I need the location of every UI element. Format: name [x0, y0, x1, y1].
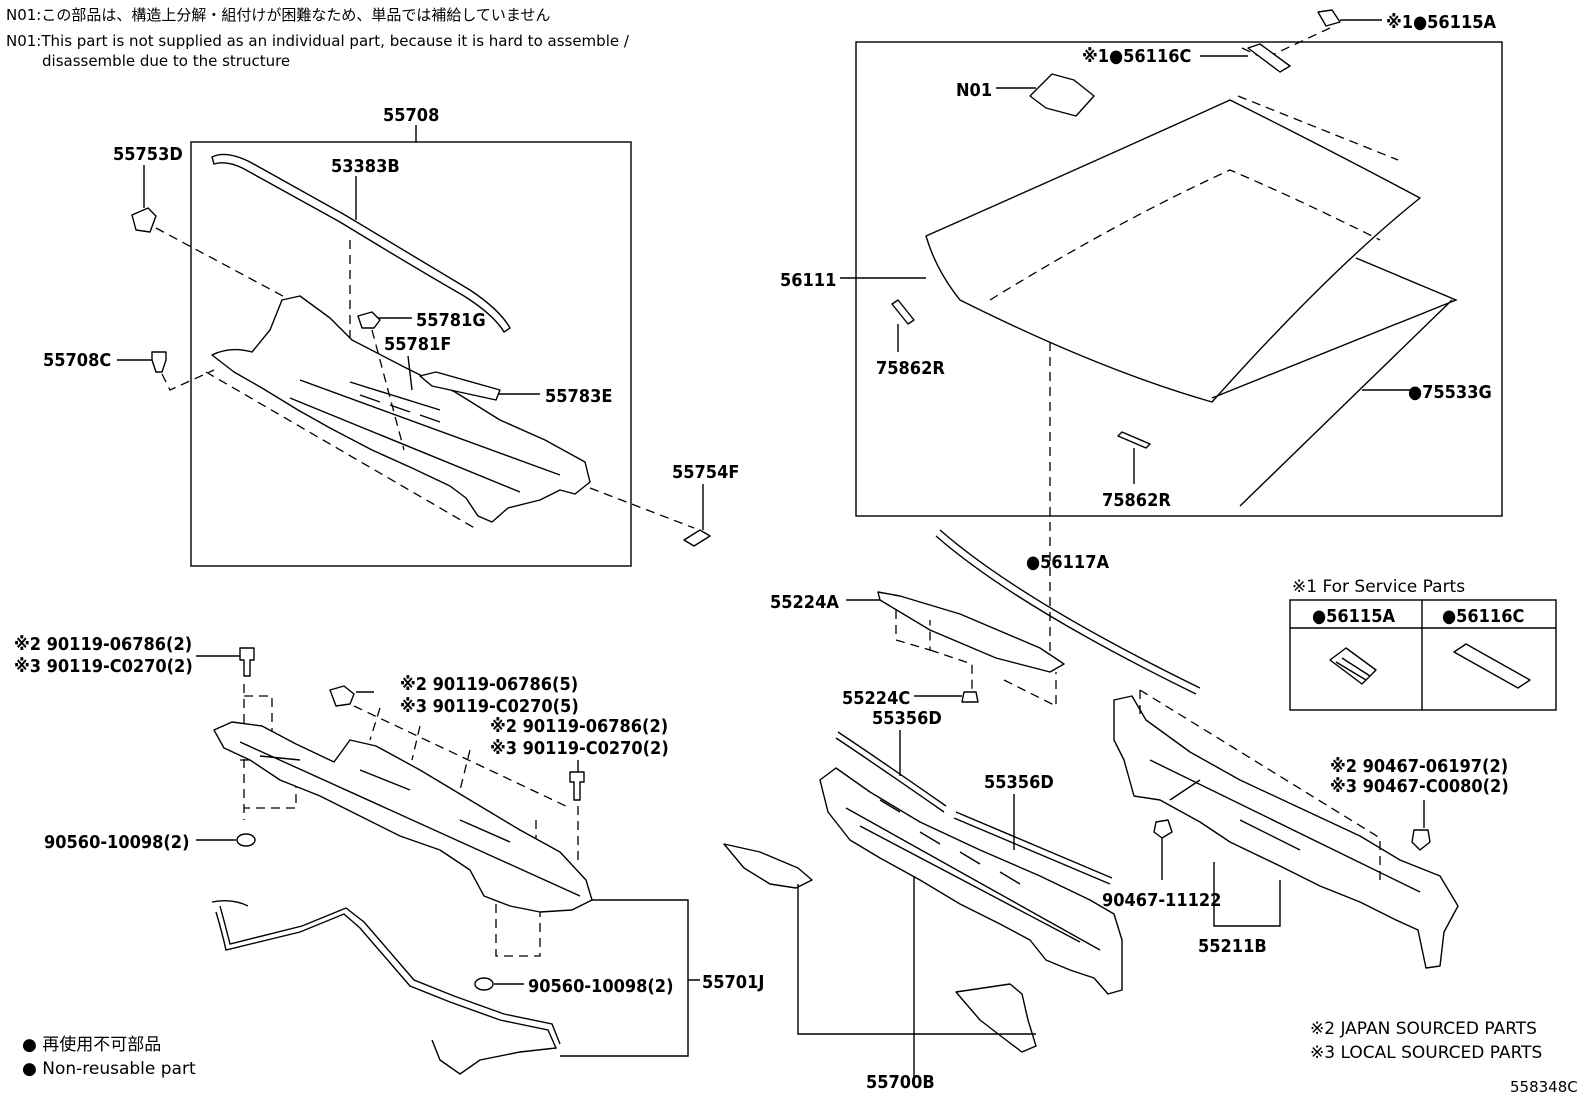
label-N01[interactable]: N01	[956, 80, 992, 101]
label-bolt-c-line1[interactable]: ※2 90119-06786(2)	[490, 716, 668, 737]
part-56117A	[939, 529, 1201, 689]
service-56116C-icon	[1453, 643, 1531, 689]
box-55708	[190, 141, 632, 567]
label-56115A-top[interactable]: ※1●56115A	[1386, 12, 1496, 33]
note-n01-en-line1: N01:This part is not supplied as an indi…	[6, 32, 630, 50]
label-55701J[interactable]: 55701J	[702, 972, 764, 993]
label-bolt-a-line2[interactable]: ※3 90119-C0270(2)	[14, 656, 193, 677]
legend-japan-sourced: ※2 JAPAN SOURCED PARTS	[1310, 1019, 1537, 1039]
part-75533G	[1211, 257, 1458, 507]
part-55701J-bracket	[213, 721, 593, 913]
label-55708[interactable]: 55708	[383, 105, 439, 126]
part-75862R-left	[891, 299, 915, 325]
label-55356D-b[interactable]: 55356D	[984, 772, 1054, 793]
label-bolt-b-line1[interactable]: ※2 90119-06786(5)	[400, 674, 578, 695]
label-55356D-a[interactable]: 55356D	[872, 708, 942, 729]
service-56115A-icon	[1329, 647, 1377, 685]
part-55700B-lower-ext	[955, 983, 1037, 1053]
part-75862R-bottom	[1117, 431, 1151, 449]
part-90467-06197	[1411, 829, 1431, 851]
label-75862R-bottom[interactable]: 75862R	[1102, 490, 1171, 511]
part-55356D-upper	[837, 731, 947, 807]
part-55224A	[877, 591, 1065, 673]
label-clip-line2[interactable]: ※3 90467-C0080(2)	[1330, 776, 1509, 797]
label-55783E[interactable]: 55783E	[545, 386, 612, 407]
part-55754F	[683, 529, 711, 547]
label-bolt-c-line2[interactable]: ※3 90119-C0270(2)	[490, 738, 669, 759]
part-55701J-seal	[211, 899, 558, 1075]
part-55224C	[961, 691, 979, 703]
label-56116C-top[interactable]: ※1●56116C	[1082, 46, 1191, 67]
note-n01-en-line2: disassemble due to the structure	[42, 52, 290, 70]
legend-non-reusable-en: ● Non-reusable part	[22, 1059, 196, 1079]
label-55211B[interactable]: 55211B	[1198, 936, 1267, 957]
part-55753D	[131, 207, 157, 233]
label-53383B[interactable]: 53383B	[331, 156, 400, 177]
part-55356D-lower	[955, 811, 1113, 879]
box-56111	[855, 41, 1503, 517]
label-56117A[interactable]: ●56117A	[1026, 552, 1109, 573]
part-55700B-left-ext	[723, 843, 813, 889]
label-75533G[interactable]: ●75533G	[1408, 382, 1492, 403]
service-parts-title: ※1 For Service Parts	[1292, 577, 1465, 597]
part-55708C	[151, 351, 167, 373]
service-parts-col1[interactable]: ●56115A	[1312, 606, 1395, 627]
service-parts-table	[1289, 599, 1557, 711]
part-56111-windshield	[925, 99, 1421, 403]
label-55224A[interactable]: 55224A	[770, 592, 839, 613]
label-90467-11122[interactable]: 90467-11122	[1102, 890, 1221, 911]
part-grommet-b	[474, 977, 494, 991]
part-bolt-a	[239, 647, 255, 677]
legend-non-reusable-jp: ● 再使用不可部品	[22, 1034, 161, 1055]
label-55781F[interactable]: 55781F	[384, 334, 451, 355]
part-bolt-b	[329, 685, 355, 707]
part-90467-11122	[1153, 819, 1173, 839]
label-bolt-b-line2[interactable]: ※3 90119-C0270(5)	[400, 696, 579, 717]
part-55211B	[1113, 695, 1459, 969]
label-clip-line1[interactable]: ※2 90467-06197(2)	[1330, 756, 1508, 777]
diagram-id: 558348C	[1510, 1078, 1578, 1096]
part-grommet-a	[236, 833, 256, 847]
label-75862R-left[interactable]: 75862R	[876, 358, 945, 379]
service-parts-col2[interactable]: ●56116C	[1442, 606, 1524, 627]
part-55700B-cowl-panel	[819, 767, 1123, 995]
part-N01	[1029, 73, 1095, 117]
part-bolt-c	[569, 771, 585, 801]
part-55781G	[357, 311, 381, 329]
part-56116C-top	[1247, 43, 1291, 73]
label-grommet-b[interactable]: 90560-10098(2)	[528, 976, 673, 997]
part-53383B	[211, 153, 511, 333]
label-55700B[interactable]: 55700B	[866, 1072, 935, 1093]
label-bolt-a-line1[interactable]: ※2 90119-06786(2)	[14, 634, 192, 655]
part-56115A-top	[1317, 9, 1341, 27]
label-55754F[interactable]: 55754F	[672, 462, 739, 483]
label-56111[interactable]: 56111	[780, 270, 836, 291]
label-55781G[interactable]: 55781G	[416, 310, 486, 331]
note-n01-jp: N01:この部品は、構造上分解・組付けが困難なため、単品では補給していません	[6, 6, 550, 24]
label-55708C[interactable]: 55708C	[43, 350, 111, 371]
label-55224C[interactable]: 55224C	[842, 688, 910, 709]
legend-local-sourced: ※3 LOCAL SOURCED PARTS	[1310, 1043, 1542, 1063]
label-55753D[interactable]: 55753D	[113, 144, 183, 165]
label-grommet-a[interactable]: 90560-10098(2)	[44, 832, 189, 853]
part-55783E	[419, 371, 501, 401]
